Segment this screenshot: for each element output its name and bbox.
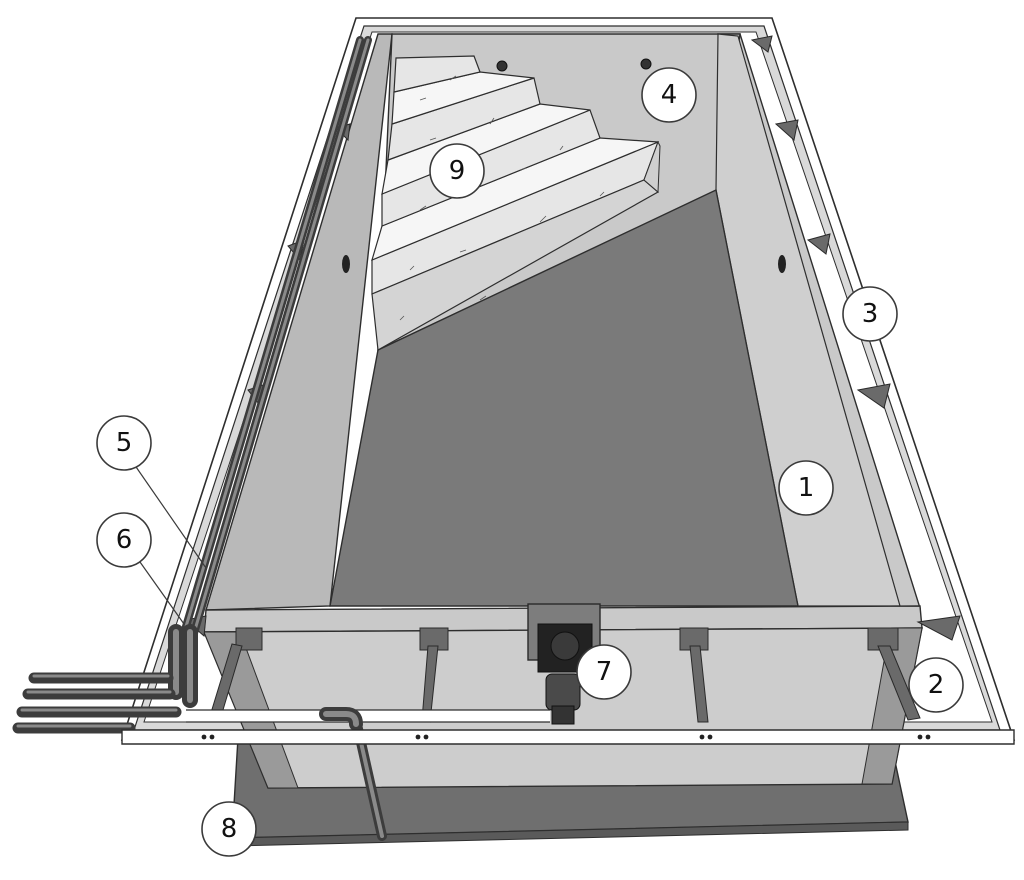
side-pipes — [168, 36, 372, 708]
callout-6-label: 6 — [116, 525, 133, 555]
callout-9: 9 — [429, 143, 485, 199]
callout-7: 7 — [576, 644, 632, 700]
callout-leaders — [133, 463, 207, 625]
wall-inlets — [342, 58, 786, 273]
skimmer — [527, 603, 601, 725]
callout-3-label: 3 — [862, 299, 879, 329]
callout-6: 6 — [96, 512, 152, 568]
callout-1-label: 1 — [798, 473, 815, 503]
front-supports — [209, 627, 921, 723]
callout-7-label: 7 — [596, 657, 613, 687]
front-pipework — [186, 707, 550, 731]
stair-texture — [399, 75, 605, 321]
callout-2-label: 2 — [928, 670, 945, 700]
callout-4-label: 4 — [661, 80, 678, 110]
outlet-pipes — [12, 672, 182, 734]
callout-1: 1 — [778, 460, 834, 516]
callout-3: 3 — [842, 286, 898, 342]
callout-4: 4 — [641, 67, 697, 123]
callout-9-label: 9 — [449, 156, 466, 186]
front-rail — [121, 729, 1015, 745]
callout-5-label: 5 — [116, 428, 133, 458]
callout-2: 2 — [908, 657, 964, 713]
callout-5: 5 — [96, 415, 152, 471]
callout-8-label: 8 — [221, 814, 238, 844]
callout-8: 8 — [201, 801, 257, 857]
